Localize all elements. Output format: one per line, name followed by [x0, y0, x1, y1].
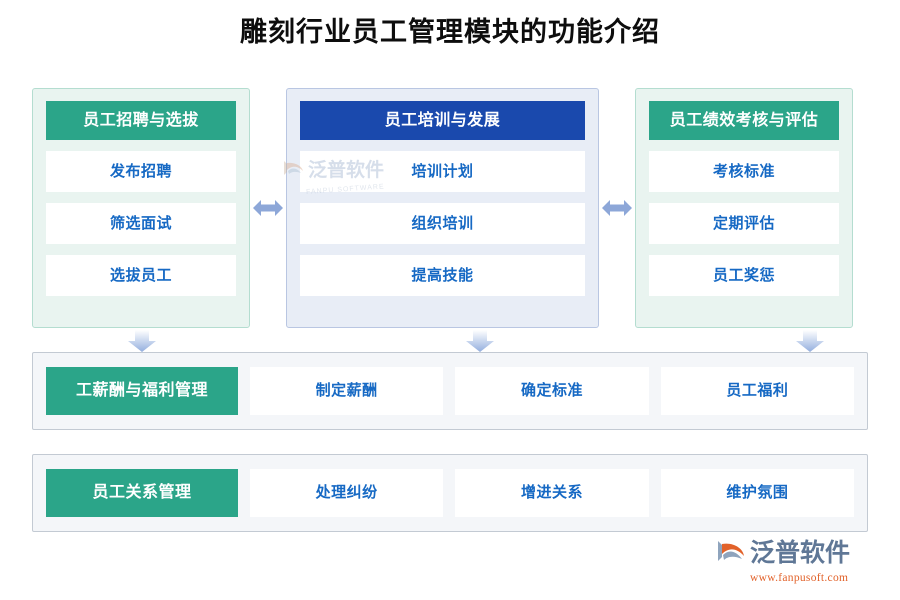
row-employee-relations[interactable]: 员工关系管理 处理纠纷 增进关系 维护氛围 — [32, 454, 868, 532]
column-performance[interactable]: 员工绩效考核与评估 考核标准 定期评估 员工奖惩 — [635, 88, 853, 328]
column-training-item-2[interactable]: 组织培训 — [300, 203, 585, 244]
logo-url: www.fanpusoft.com — [750, 572, 849, 584]
logo-top: 泛普软件 — [716, 538, 850, 569]
row-relation-item-3[interactable]: 维护氛围 — [660, 469, 854, 517]
column-training-header: 员工培训与发展 — [300, 101, 585, 140]
column-performance-item-3[interactable]: 员工奖惩 — [649, 255, 839, 296]
row-relation-item-2[interactable]: 增进关系 — [455, 469, 649, 517]
column-training-item-3[interactable]: 提高技能 — [300, 255, 585, 296]
column-recruitment-item-2[interactable]: 筛选面试 — [46, 203, 236, 244]
logo-brand: 泛普软件 — [750, 539, 851, 567]
column-training-item-1[interactable]: 培训计划 — [300, 151, 585, 192]
row-salary-header: 工薪酬与福利管理 — [46, 367, 238, 415]
double-arrow-horizontal-icon — [602, 197, 632, 219]
row-relation-header: 员工关系管理 — [46, 469, 238, 517]
column-performance-item-1[interactable]: 考核标准 — [649, 151, 839, 192]
column-training[interactable]: 员工培训与发展 培训计划 组织培训 提高技能 — [286, 88, 599, 328]
down-arrows-group — [32, 330, 868, 352]
column-performance-header: 员工绩效考核与评估 — [649, 101, 839, 140]
column-recruitment-item-1[interactable]: 发布招聘 — [46, 151, 236, 192]
column-recruitment[interactable]: 员工招聘与选拔 发布招聘 筛选面试 选拔员工 — [32, 88, 250, 328]
row-relation-item-1[interactable]: 处理纠纷 — [250, 469, 444, 517]
arrow-down-icon — [128, 330, 156, 352]
column-performance-item-2[interactable]: 定期评估 — [649, 203, 839, 244]
row-salary-item-2[interactable]: 确定标准 — [455, 367, 649, 415]
top-columns-group: 员工招聘与选拔 发布招聘 筛选面试 选拔员工 员工培训与发展 培训计划 组织培训… — [32, 88, 868, 328]
page-title: 雕刻行业员工管理模块的功能介绍 — [240, 17, 660, 47]
column-recruitment-header: 员工招聘与选拔 — [46, 101, 236, 140]
logo: 泛普软件 www.fanpusoft.com — [716, 538, 878, 586]
arrow-down-icon — [466, 330, 494, 352]
connector-arrow-right — [599, 88, 635, 328]
double-arrow-horizontal-icon — [253, 197, 283, 219]
fanpu-logo-icon — [716, 538, 746, 569]
row-salary-benefits[interactable]: 工薪酬与福利管理 制定薪酬 确定标准 员工福利 — [32, 352, 868, 430]
connector-arrow-left — [250, 88, 286, 328]
row-salary-item-1[interactable]: 制定薪酬 — [250, 367, 444, 415]
arrow-down-icon — [796, 330, 824, 352]
column-recruitment-item-3[interactable]: 选拔员工 — [46, 255, 236, 296]
row-salary-item-3[interactable]: 员工福利 — [660, 367, 854, 415]
